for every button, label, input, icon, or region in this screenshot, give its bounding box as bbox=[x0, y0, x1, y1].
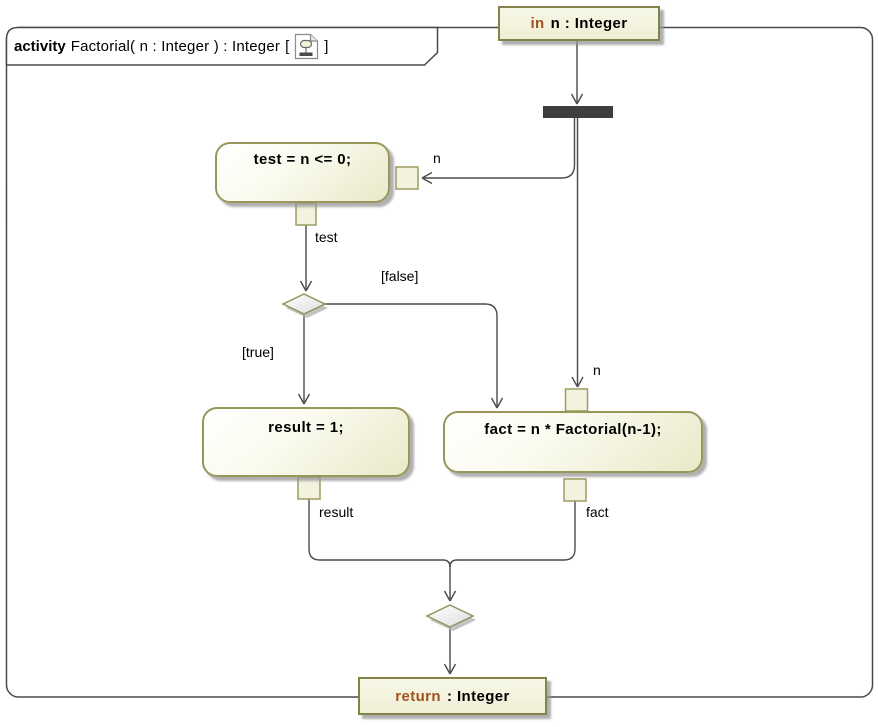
input-pin-n-fact[interactable] bbox=[564, 388, 589, 412]
fork-node[interactable] bbox=[543, 106, 613, 118]
decision-node[interactable] bbox=[281, 293, 327, 315]
edge-result-pin-to-merge[interactable] bbox=[308, 499, 451, 568]
output-pin-test[interactable] bbox=[295, 202, 317, 226]
return-parameter-type: : Integer bbox=[446, 687, 510, 705]
arrowhead-into-decision bbox=[299, 280, 313, 292]
action-fact-label: fact = n * Factorial(n-1); bbox=[484, 421, 662, 438]
activity-frame[interactable] bbox=[5, 26, 874, 698]
frame-bracket-close: ] bbox=[324, 37, 329, 55]
in-keyword: in bbox=[530, 15, 545, 32]
activity-diagram-icon bbox=[294, 33, 319, 60]
arrowhead-into-fork bbox=[570, 93, 584, 105]
output-pin-fact[interactable] bbox=[563, 478, 587, 502]
action-test-label: test = n <= 0; bbox=[253, 151, 352, 168]
edge-fact-pin-to-merge[interactable] bbox=[449, 501, 576, 568]
frame-title-text: Factorial( n : Integer ) : Integer bbox=[70, 37, 281, 55]
merge-node[interactable] bbox=[425, 604, 475, 628]
frame-bracket-open: [ bbox=[285, 37, 290, 55]
action-test[interactable]: test = n <= 0; bbox=[215, 142, 390, 203]
edge-false-to-fact[interactable] bbox=[325, 303, 498, 406]
arrowhead-into-fact bbox=[490, 397, 504, 409]
action-fact[interactable]: fact = n * Factorial(n-1); bbox=[443, 411, 703, 473]
label-n-into-test[interactable]: n bbox=[433, 150, 441, 166]
output-pin-result[interactable] bbox=[297, 476, 321, 500]
action-result[interactable]: result = 1; bbox=[202, 407, 410, 477]
return-keyword: return bbox=[395, 687, 441, 705]
arrowhead-into-return bbox=[443, 663, 457, 675]
input-pin-n-test[interactable] bbox=[395, 166, 419, 190]
arrowhead-into-result bbox=[297, 393, 311, 405]
label-result-output[interactable]: result bbox=[319, 504, 354, 520]
action-result-label: result = 1; bbox=[268, 419, 344, 436]
arrowhead-into-fact-pin bbox=[571, 376, 584, 388]
frame-title: activity Factorial( n : Integer ) : Inte… bbox=[14, 31, 328, 61]
label-test-output[interactable]: test bbox=[315, 229, 338, 245]
label-fact-output[interactable]: fact bbox=[586, 504, 609, 520]
in-parameter-name: n : Integer bbox=[550, 15, 628, 32]
frame-type-keyword: activity bbox=[14, 37, 66, 55]
label-guard-false[interactable]: [false] bbox=[381, 268, 419, 284]
edge-fork-to-test-pin[interactable] bbox=[424, 118, 576, 179]
arrowhead-into-merge bbox=[443, 590, 457, 602]
activity-parameter-return[interactable]: return : Integer bbox=[358, 677, 547, 715]
arrowhead-into-test-pin bbox=[421, 171, 433, 185]
frame-title-tab[interactable] bbox=[5, 26, 439, 66]
activity-parameter-in[interactable]: in n : Integer bbox=[498, 6, 660, 41]
label-n-into-fact[interactable]: n bbox=[593, 362, 601, 378]
label-guard-true[interactable]: [true] bbox=[242, 344, 274, 360]
